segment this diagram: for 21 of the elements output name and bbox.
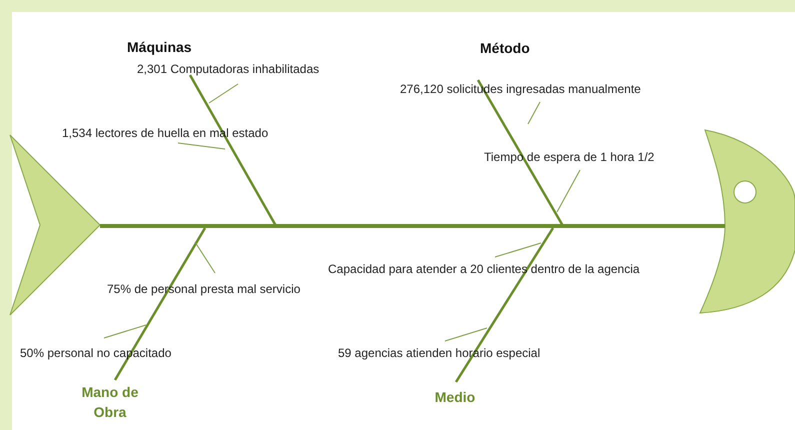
leader-line [528,102,540,124]
fish-head [700,130,795,314]
bone-line [476,79,564,227]
bone-line [114,227,206,381]
leader-line [194,242,216,274]
cause-label: Capacidad para atender a 20 clientes dentro de la agencia [328,262,640,276]
category-label: Mano de Obra [70,382,150,422]
category-label: Máquinas [127,39,192,56]
leader-line [556,170,580,212]
leader-line [178,142,226,150]
cause-label: Tiempo de espera de 1 hora 1/2 [484,150,654,164]
category-label: Método [480,40,530,57]
cause-label: 2,301 Computadoras inhabilitadas [137,62,320,76]
leader-line [104,324,146,338]
leader-line [494,242,542,258]
category-label: Medio [425,387,485,407]
leader-line [208,84,238,104]
spine-line [100,224,725,228]
bone-line [188,74,278,227]
leader-line [444,328,488,342]
bone-line [454,227,554,383]
